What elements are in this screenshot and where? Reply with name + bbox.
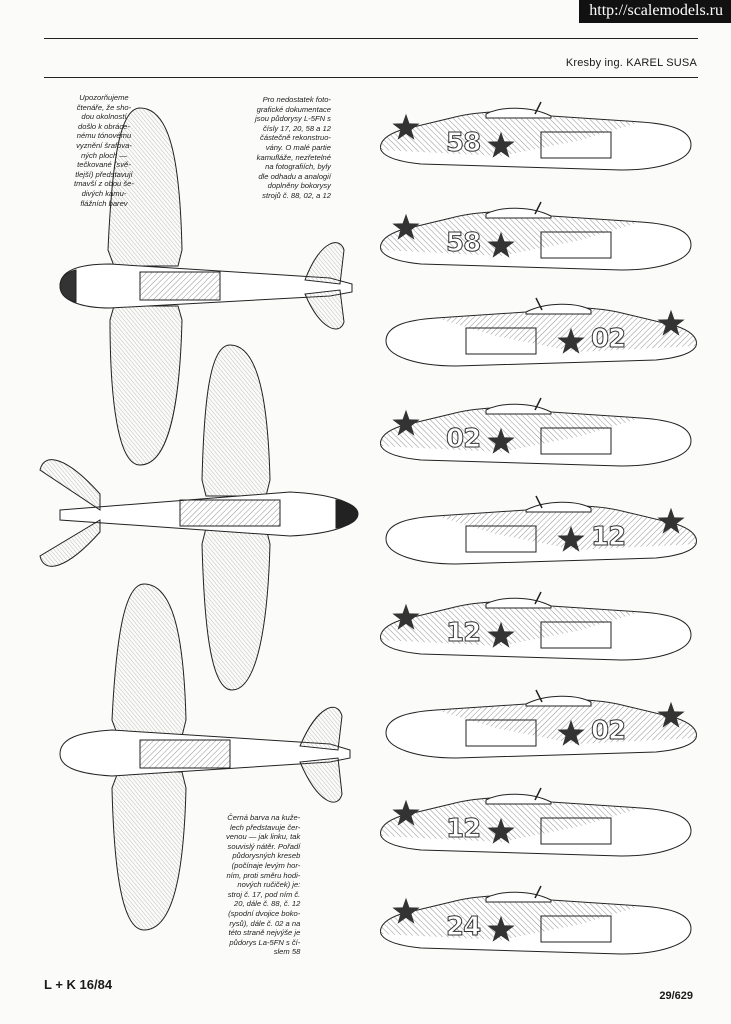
side-profile: 58 <box>376 200 701 286</box>
side-profile: 02 <box>376 688 701 774</box>
tactical-number: 02 <box>445 424 481 455</box>
watermark: http://scalemodels.ru <box>579 0 731 23</box>
tactical-number: 02 <box>590 324 626 355</box>
top-rule <box>44 38 698 39</box>
tactical-number: 12 <box>590 522 626 553</box>
side-profile: 12 <box>376 494 701 580</box>
magazine-issue: L + K 16/84 <box>44 977 113 992</box>
note-camouflage: Upozorňujeme čtenáře, že sho- dou okolno… <box>74 93 134 208</box>
tactical-number: 58 <box>445 128 481 159</box>
plan-view-top <box>59 107 353 466</box>
tactical-number: 24 <box>445 912 481 943</box>
note-documentation: Pro nedostatek foto- grafické dokumentac… <box>255 95 331 200</box>
note-colors: Černá barva na kuže- lech představuje če… <box>226 813 301 957</box>
plan-view-middle <box>39 344 359 691</box>
side-profile: 12 <box>376 786 701 872</box>
side-profile: 24 <box>376 884 701 970</box>
side-profile: 02 <box>376 296 701 382</box>
side-profile: 58 <box>376 100 701 186</box>
tactical-number: 02 <box>590 716 626 747</box>
side-profile: 02 <box>376 396 701 482</box>
tactical-number: 12 <box>445 618 481 649</box>
plan-view-bottom <box>59 583 351 931</box>
header-rule <box>44 77 698 78</box>
side-profile: 12 <box>376 590 701 676</box>
page-number: 29/629 <box>659 990 693 1002</box>
tactical-number: 58 <box>445 228 481 259</box>
tactical-number: 12 <box>445 814 481 845</box>
drawing-credit: Kresby ing. KAREL SUSA <box>565 57 697 69</box>
